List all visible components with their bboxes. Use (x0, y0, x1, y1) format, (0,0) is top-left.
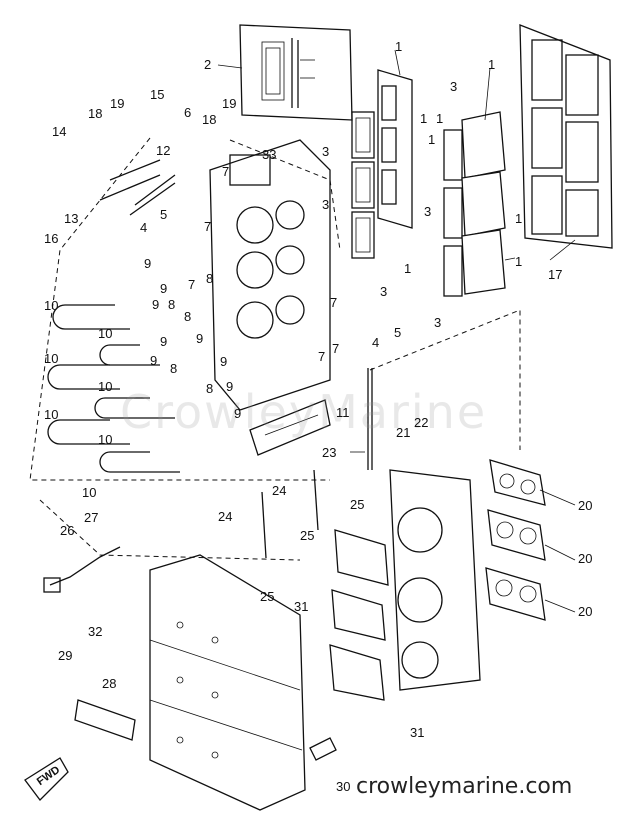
callout-1: 1 (420, 111, 428, 126)
intake-manifold (209, 139, 331, 411)
reed-block-right (443, 111, 506, 297)
hoses (47, 159, 180, 473)
callout-33: 33 (262, 147, 277, 162)
callout-31: 31 (410, 725, 425, 740)
callout-19: 19 (110, 96, 125, 111)
callout-10: 10 (44, 407, 59, 422)
callout-1: 1 (436, 111, 444, 126)
intake-gasket (519, 24, 613, 249)
callout-9: 9 (226, 379, 234, 394)
callout-18: 18 (202, 112, 217, 127)
callout-1: 1 (488, 57, 496, 72)
callout-9: 9 (144, 256, 152, 271)
callout-29: 29 (58, 648, 73, 663)
callout-1: 1 (395, 39, 403, 54)
callout-26: 26 (60, 523, 75, 538)
fwd-arrow (24, 757, 69, 801)
callout-9: 9 (150, 353, 158, 368)
callout-15: 15 (150, 87, 165, 102)
callout-8: 8 (206, 381, 214, 396)
callout-20: 20 (578, 551, 593, 566)
callout-10: 10 (82, 485, 97, 500)
callout-20: 20 (578, 498, 593, 513)
callout-4: 4 (372, 335, 380, 350)
callout-13: 13 (64, 211, 79, 226)
callout-1: 1 (515, 254, 523, 269)
callout-14: 14 (52, 124, 67, 139)
dashed-outline (29, 137, 521, 561)
callout-27: 27 (84, 510, 99, 525)
callout-25: 25 (300, 528, 315, 543)
callout-1: 1 (428, 132, 436, 147)
callout-30: 30 (336, 779, 351, 794)
watermark: CrowleyMarine (120, 385, 488, 439)
callout-3: 3 (380, 284, 388, 299)
callout-3: 3 (434, 315, 442, 330)
callout-32: 32 (88, 624, 103, 639)
callout-1: 1 (404, 261, 412, 276)
callout-21: 21 (396, 425, 411, 440)
website-url: crowleymarine.com (356, 774, 573, 799)
decal (74, 699, 136, 741)
callout-7: 7 (188, 277, 196, 292)
callout-23: 23 (322, 445, 337, 460)
callout-10: 10 (44, 351, 59, 366)
silencer-cover (149, 554, 306, 811)
flange-gaskets (485, 459, 546, 621)
callout-6: 6 (184, 105, 192, 120)
callout-18: 18 (88, 106, 103, 121)
callout-24: 24 (272, 483, 287, 498)
callout-7: 7 (332, 341, 340, 356)
callout-4: 4 (140, 220, 148, 235)
callout-9: 9 (160, 334, 168, 349)
callout-10: 10 (98, 379, 113, 394)
callout-8: 8 (184, 309, 192, 324)
callout-1: 1 (515, 211, 523, 226)
callout-22: 22 (414, 415, 429, 430)
carburetor-assembly (389, 469, 481, 691)
callout-8: 8 (206, 271, 214, 286)
callout-8: 8 (168, 297, 176, 312)
callout-7: 7 (330, 295, 338, 310)
callout-5: 5 (394, 325, 402, 340)
callout-12: 12 (156, 143, 171, 158)
callout-3: 3 (424, 204, 432, 219)
callout-19: 19 (222, 96, 237, 111)
callout-10: 10 (98, 326, 113, 341)
callout-7: 7 (204, 219, 212, 234)
fuel-filter (43, 546, 121, 593)
callout-9: 9 (220, 354, 228, 369)
callout-25: 25 (350, 497, 365, 512)
plate (249, 399, 331, 456)
callout-5: 5 (160, 207, 168, 222)
callout-20: 20 (578, 604, 593, 619)
carb-gaskets (329, 529, 389, 701)
callout-24: 24 (218, 509, 233, 524)
callout-7: 7 (222, 164, 230, 179)
callout-11: 11 (336, 405, 350, 420)
callout-9: 9 (196, 331, 204, 346)
callout-31: 31 (294, 599, 309, 614)
callout-9: 9 (234, 406, 242, 421)
callout-9: 9 (160, 281, 168, 296)
leader-lines (217, 49, 576, 613)
fitting (309, 737, 337, 761)
reed-valve-stack (351, 69, 413, 259)
callout-10: 10 (44, 298, 59, 313)
linkage-rods (261, 368, 373, 559)
callout-8: 8 (170, 361, 178, 376)
callout-25: 25 (260, 589, 275, 604)
callout-3: 3 (450, 79, 458, 94)
callout-16: 16 (44, 231, 59, 246)
callout-3: 3 (322, 197, 330, 212)
callout-3: 3 (322, 144, 330, 159)
callout-9: 9 (152, 297, 160, 312)
callout-28: 28 (102, 676, 117, 691)
callout-10: 10 (98, 432, 113, 447)
callout-7: 7 (318, 349, 326, 364)
inset-detail-box (239, 24, 353, 121)
callout-17: 17 (548, 267, 563, 282)
callout-2: 2 (204, 57, 212, 72)
